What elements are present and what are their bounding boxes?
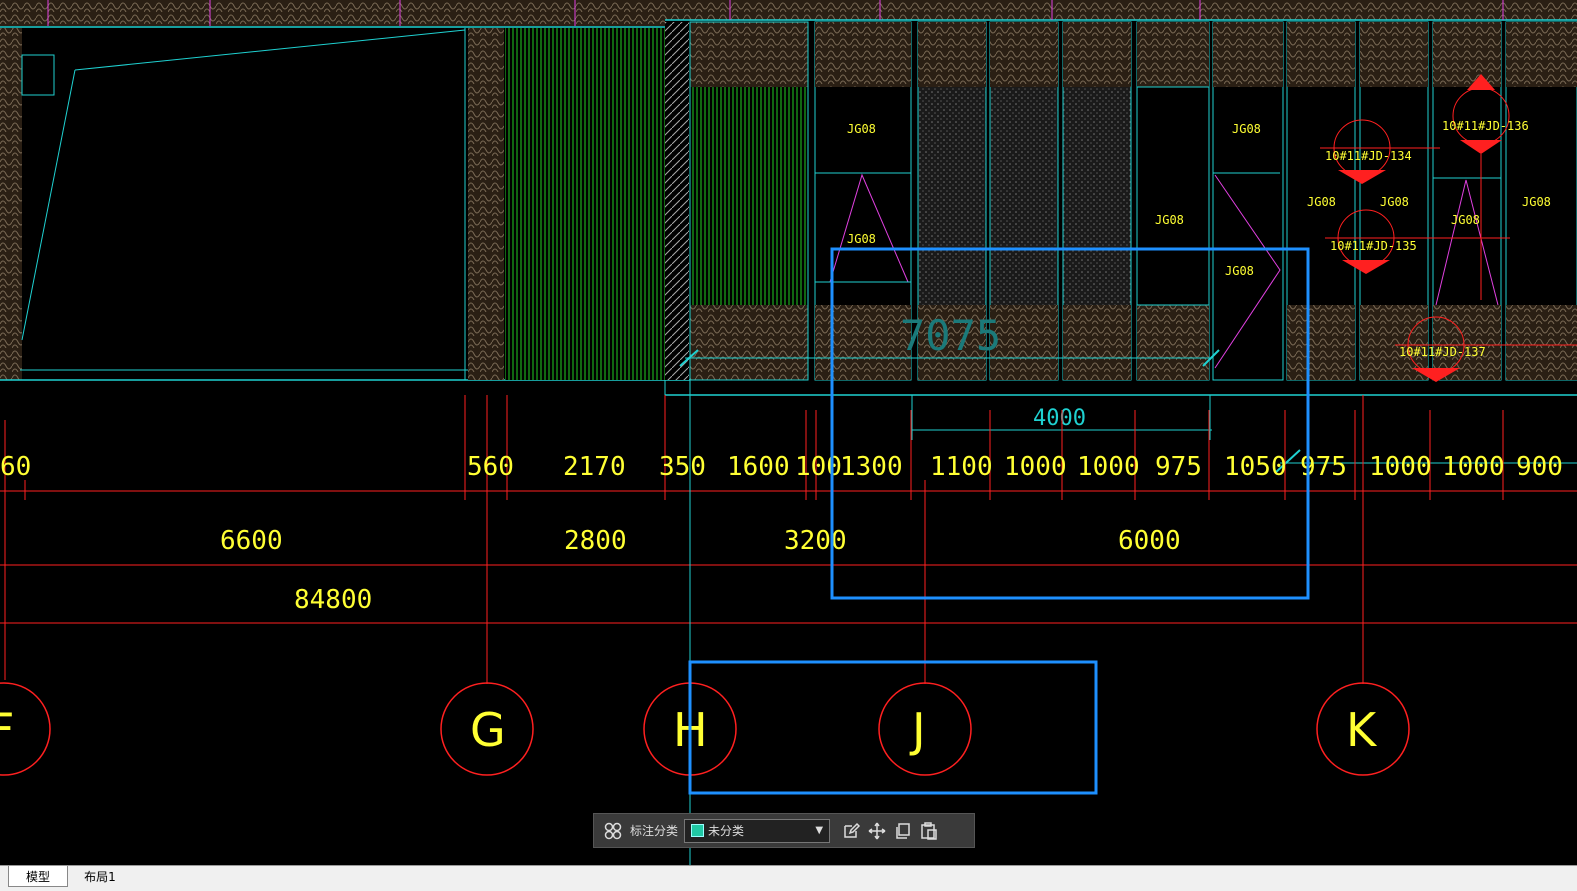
dim-text: 1600 — [727, 452, 790, 482]
dim-text: 1000 — [1442, 452, 1505, 482]
dim-text: 2170 — [563, 452, 626, 482]
dim-text: 1100 — [930, 452, 993, 482]
panel-tag: JG08 — [847, 122, 876, 136]
panel-tag: JG08 — [1380, 195, 1409, 209]
left-wall-hatch — [0, 28, 22, 380]
panel-tag: JG08 — [1307, 195, 1336, 209]
dimension-row-mid: 6600 2800 3200 6000 — [220, 526, 1181, 556]
tab-layout1[interactable]: 布局1 — [84, 869, 116, 884]
selection-box[interactable] — [830, 247, 1310, 600]
category-select-value: 未分类 — [708, 824, 745, 838]
svg-text:10#11#JD-134: 10#11#JD-134 — [1325, 149, 1412, 163]
dim-text: 1300 — [840, 452, 903, 482]
panel-tag: JG08 — [1451, 213, 1480, 227]
detail-callout: 10#11#JD-135 — [1325, 209, 1510, 274]
svg-text:J: J — [909, 703, 926, 757]
elevation-panels — [689, 21, 1577, 381]
top-hatch-strip — [0, 0, 665, 26]
dim-text: 7075 — [900, 311, 1001, 360]
panel-tag: JG08 — [1232, 122, 1261, 136]
dim-text: 1000 — [1369, 452, 1432, 482]
axis-bubble-j: J — [878, 682, 972, 776]
detail-callout: 10#11#JD-137 — [1395, 316, 1577, 382]
dim-text: 560 — [467, 452, 514, 482]
selection-box[interactable] — [688, 660, 1098, 795]
svg-text:10#11#JD-137: 10#11#JD-137 — [1399, 345, 1486, 359]
dim-text: 1000 — [1004, 452, 1067, 482]
dimension-row-top: 60 560 2170 350 1600 100 1300 1100 1000 … — [0, 452, 1563, 482]
top-hatch-strip-right — [665, 0, 1577, 20]
dim-text: 60 — [0, 452, 31, 482]
dim-text: 1050 — [1224, 452, 1287, 482]
axis-bubble-k: K — [1316, 682, 1410, 776]
dim-text: 100 — [795, 452, 842, 482]
cad-drawing-canvas[interactable]: JG08 JG08 JG08 JG08 JG08 JG08 JG08 JG08 … — [0, 0, 1577, 865]
layout-tab-bar: 模型 布局1 — [0, 865, 1577, 891]
svg-text:G: G — [470, 703, 506, 757]
dim-text: 900 — [1516, 452, 1563, 482]
dim-text: 350 — [659, 452, 706, 482]
panel-tag: JG08 — [1225, 264, 1254, 278]
detail-callout: 10#11#JD-136 — [1442, 74, 1529, 300]
panel-tag: JG08 — [1155, 213, 1184, 227]
svg-text:F: F — [0, 703, 14, 757]
move-icon[interactable] — [864, 818, 890, 844]
dim-text: 6000 — [1118, 526, 1181, 556]
wall-g-hatch — [468, 28, 504, 380]
color-swatch — [691, 824, 705, 837]
copy-icon[interactable] — [890, 818, 916, 844]
svg-text:10#11#JD-135: 10#11#JD-135 — [1330, 239, 1417, 253]
axis-bubble-g: G — [440, 682, 534, 776]
toolbar-label: 标注分类 — [630, 824, 679, 838]
chevron-down-icon: ▼ — [815, 825, 824, 836]
annotation-toolbar: 标注分类 未分类 ▼ — [593, 813, 975, 848]
axis-bubble-f: F — [0, 682, 51, 776]
svg-text:K: K — [1346, 703, 1378, 757]
tab-model[interactable]: 模型 — [8, 866, 68, 887]
green-hatch-panel — [505, 28, 665, 380]
dim-text: 1000 — [1077, 452, 1140, 482]
dim-total-text: 84800 — [294, 585, 372, 615]
dim-text: 4000 — [1033, 406, 1086, 431]
dim-text: 975 — [1155, 452, 1202, 482]
column-symbol — [21, 54, 55, 96]
dim-text: 3200 — [784, 526, 847, 556]
detail-callout: 10#11#JD-134 — [1320, 119, 1440, 184]
panel-tag: JG08 — [1522, 195, 1551, 209]
cad-drawing: JG08 JG08 JG08 JG08 JG08 JG08 JG08 JG08 … — [0, 0, 1577, 865]
diag-hatch-column — [665, 22, 689, 380]
svg-text:10#11#JD-136: 10#11#JD-136 — [1442, 119, 1529, 133]
dim-text: 2800 — [564, 526, 627, 556]
grid-icon[interactable] — [600, 818, 626, 844]
edit-icon[interactable] — [838, 818, 864, 844]
dim-text: 6600 — [220, 526, 283, 556]
panel-tag: JG08 — [847, 232, 876, 246]
paste-icon[interactable] — [916, 818, 942, 844]
category-select[interactable]: 未分类 ▼ — [684, 818, 831, 843]
